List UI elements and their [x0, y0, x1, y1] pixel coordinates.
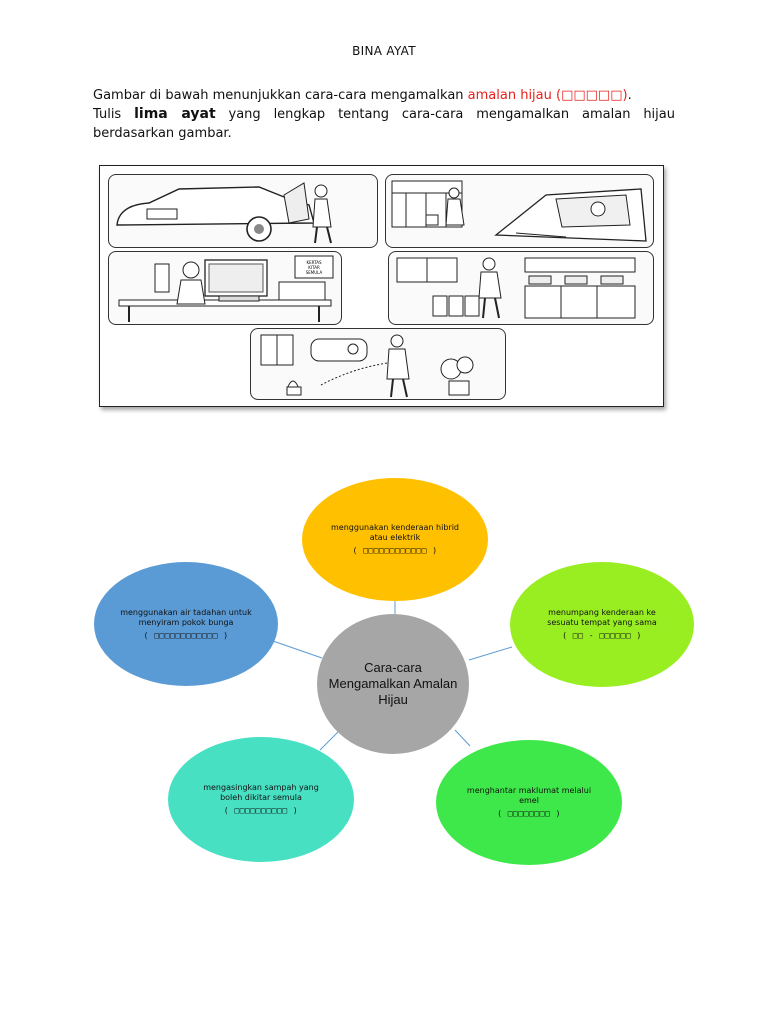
watering-plants-scene	[250, 328, 506, 400]
node-recycle: mengasingkan sampah yang boleh dikitar s…	[168, 737, 354, 862]
car-door-illustration	[116, 182, 332, 244]
node-hybrid-vehicle: menggunakan kenderaan hibrid atau elektr…	[302, 478, 488, 601]
node-email: menghantar maklumat melalui emel ( □□□□□…	[436, 740, 622, 865]
illustration-frame: KERTAS KITAR SEMULA	[99, 165, 664, 407]
center-label: Cara-cara Mengamalkan Amalan Hijau	[328, 660, 458, 707]
center-node: Cara-cara Mengamalkan Amalan Hijau	[317, 614, 469, 754]
node-blank: ( □□□□□□□□ )	[497, 809, 561, 818]
intro-bold: lima ayat	[134, 106, 216, 122]
node-blank: ( □□□□□□□□□□□□ )	[143, 630, 229, 640]
node-blank: ( □□ - □□□□□□ )	[562, 631, 642, 640]
watering-plants-illustration	[260, 334, 474, 398]
node-text: menggunakan air tadahan untuk menyiram p…	[120, 607, 252, 627]
svg-text:SEMULA: SEMULA	[306, 270, 323, 275]
node-carpool: menumpang kenderaan ke sesuatu tempat ya…	[510, 562, 694, 687]
carpool-illustration	[391, 180, 647, 242]
svg-text:KITAR: KITAR	[308, 265, 320, 270]
intro-text-1: Gambar di bawah menunjukkan cara-cara me…	[93, 88, 468, 103]
node-blank: ( □□□□□□□□□□ )	[223, 806, 299, 815]
node-blank: ( □□□□□□□□□□□□ )	[352, 546, 438, 555]
node-text: mengasingkan sampah yang boleh dikitar s…	[203, 783, 319, 802]
computer-desk-scene: KERTAS KITAR SEMULA	[108, 251, 342, 325]
intro-text-3: yang lengkap tentang cara-cara mengamalk…	[93, 107, 675, 141]
node-rainwater: menggunakan air tadahan untuk menyiram p…	[94, 562, 278, 686]
intro-highlight: amalan hijau (□□□□□)	[467, 88, 628, 103]
recycle-bins-scene	[388, 251, 654, 325]
recycle-bins-illustration	[396, 257, 636, 319]
intro-text-2: Tulis	[93, 107, 135, 122]
node-text: menumpang kenderaan ke sesuatu tempat ya…	[547, 608, 657, 627]
page-title: BINA AYAT	[352, 44, 416, 58]
carpool-scene	[385, 174, 654, 248]
instructions: Gambar di bawah menunjukkan cara-cara me…	[93, 86, 675, 143]
node-text: menghantar maklumat melalui emel	[466, 786, 592, 805]
computer-desk-illustration: KERTAS KITAR SEMULA	[118, 255, 334, 322]
car-door-scene	[108, 174, 378, 248]
recycle-paper-sign: KERTAS	[306, 260, 322, 265]
intro-text-1-end: .	[627, 88, 632, 103]
node-text: menggunakan kenderaan hibrid atau elektr…	[331, 523, 459, 542]
